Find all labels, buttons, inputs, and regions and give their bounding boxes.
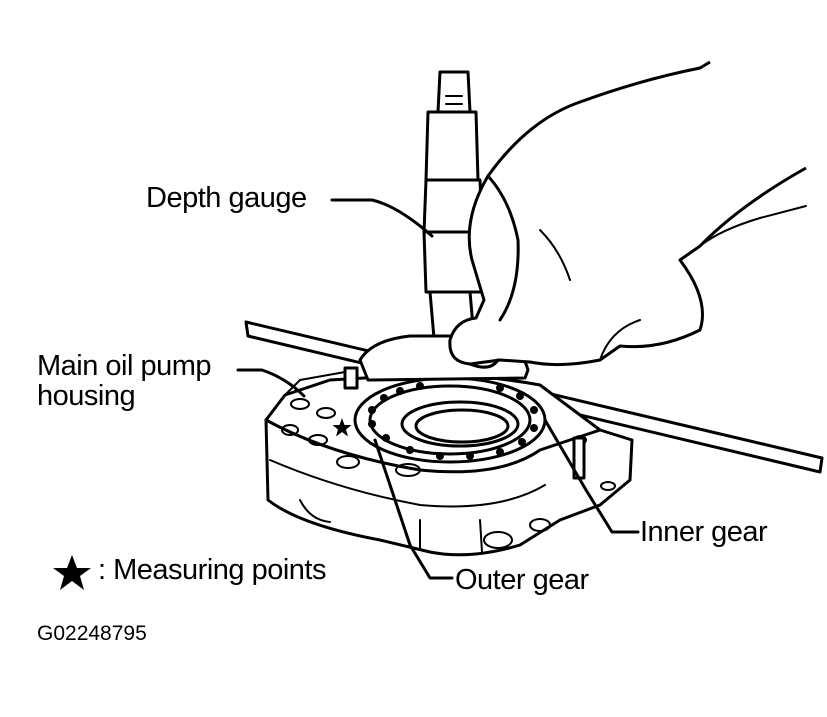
- gear-set: [353, 376, 547, 464]
- star-icon: [53, 555, 91, 590]
- label-main-oil-pump-housing-line1: Main oil pump: [37, 350, 212, 382]
- label-depth-gauge: Depth gauge: [146, 182, 307, 214]
- label-outer-gear: Outer gear: [455, 564, 589, 596]
- leader-lines: [236, 198, 640, 580]
- hand: [448, 60, 807, 369]
- label-main-oil-pump-housing-line2: housing: [37, 380, 136, 412]
- label-measuring-points: : Measuring points: [98, 554, 326, 586]
- label-inner-gear: Inner gear: [640, 516, 768, 548]
- measuring-point-star: [332, 418, 352, 437]
- figure-code: G02248795: [37, 622, 147, 645]
